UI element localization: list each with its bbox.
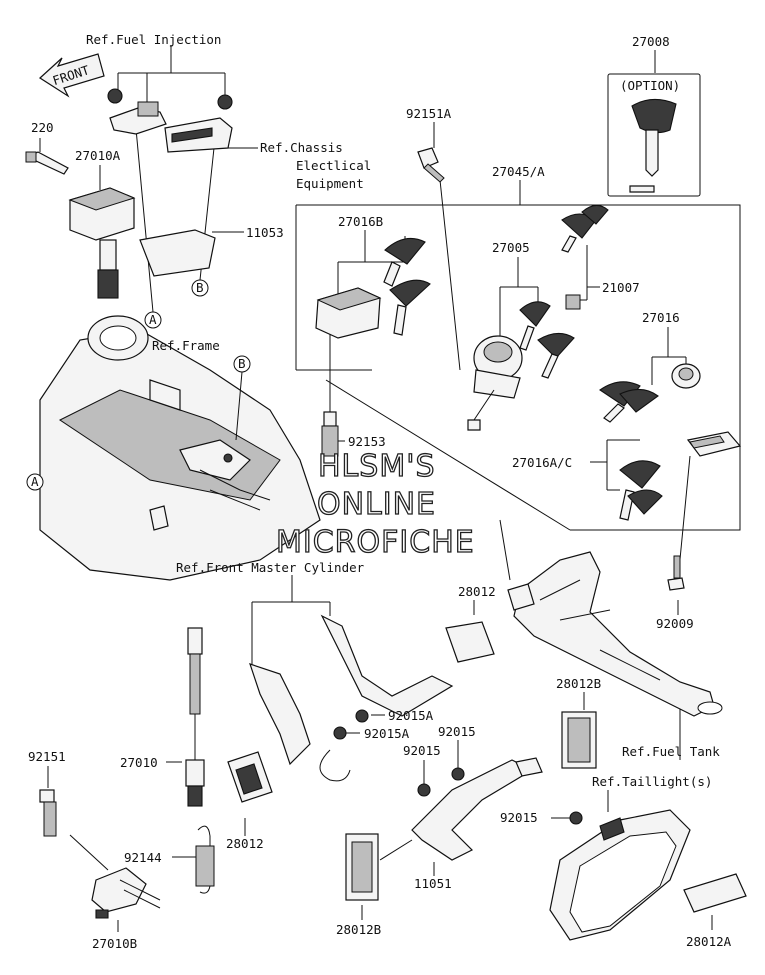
nuts-92015-icon — [417, 767, 583, 825]
bracket-11051-icon — [411, 757, 543, 861]
spring-92144-icon — [195, 825, 215, 894]
svg-text:B: B — [196, 280, 204, 295]
label-220: 220 — [31, 120, 54, 135]
svg-text:A: A — [31, 474, 39, 489]
label-27045A: 27045/A — [492, 164, 545, 179]
bolt-92153-icon — [321, 411, 339, 457]
label-11053: 11053 — [246, 225, 284, 240]
label-92153: 92153 — [348, 434, 386, 449]
label-28012A: 28012A — [686, 934, 732, 949]
label-27005: 27005 — [492, 240, 530, 255]
label-ref-chassis-2: Electlical — [296, 158, 371, 173]
label-92015-3: 92015 — [500, 810, 538, 825]
option-key-27008-icon — [607, 73, 701, 197]
label-92151A: 92151A — [406, 106, 452, 121]
lock-27016AC-icon — [619, 431, 742, 521]
watermark: HLSM'S ONLINE MICROFICHE — [275, 448, 475, 560]
label-27010B: 27010B — [92, 936, 137, 951]
label-28012-bottom: 28012 — [226, 836, 264, 851]
pad-28012-top-icon — [445, 621, 495, 663]
fuel-injection-sensor-icon — [107, 88, 233, 153]
label-option: (OPTION) — [620, 78, 680, 93]
label-ref-chassis-3: Equipment — [296, 176, 364, 191]
pad-28012A-icon — [683, 873, 747, 913]
label-92015-1: 92015 — [438, 724, 476, 739]
label-92015-2: 92015 — [403, 743, 441, 758]
pad-28012B-right-icon — [561, 711, 597, 769]
keys-21007-icon — [561, 204, 609, 310]
circle-ref-a-top: A — [144, 311, 162, 329]
switch-27010B-icon — [91, 867, 161, 919]
label-ref-frame: Ref.Frame — [152, 338, 220, 353]
circle-ref-b-top: B — [191, 279, 209, 297]
label-ref-taillight: Ref.Taillight(s) — [592, 774, 712, 789]
label-21007: 21007 — [602, 280, 640, 295]
main-bracket-icon — [499, 519, 723, 717]
svg-text:B: B — [238, 356, 246, 371]
lock-27016B-icon — [315, 237, 431, 339]
label-28012B-bottom: 28012B — [336, 922, 381, 937]
screw-92151A-icon — [417, 147, 445, 183]
master-bracket-icon — [249, 614, 454, 782]
label-ref-front-master: Ref.Front Master Cylinder — [176, 560, 365, 575]
pad-28012B-bottom-icon — [345, 833, 379, 901]
label-92009: 92009 — [656, 616, 694, 631]
label-27010A: 27010A — [75, 148, 121, 163]
leader-lines — [39, 45, 741, 932]
label-92144: 92144 — [124, 850, 162, 865]
watermark-line-2: ONLINE — [317, 487, 436, 522]
front-arrow-icon: FRONT — [39, 53, 105, 98]
bolt-220-icon — [25, 151, 69, 175]
part-labels: Ref.Fuel Injection 220 27010A Ref.Chassi… — [28, 32, 732, 951]
label-27016AC: 27016A/C — [512, 455, 572, 470]
circle-ref-b-frame: B — [233, 355, 251, 373]
label-ref-fuel-tank: Ref.Fuel Tank — [622, 744, 720, 759]
label-ref-chassis-1: Ref.Chassis — [260, 140, 343, 155]
switch-27010-icon — [185, 627, 205, 807]
frame-icon — [39, 315, 321, 581]
watermark-line-3: MICROFICHE — [276, 525, 475, 560]
watermark-line-1: HLSM'S — [318, 449, 436, 484]
switch-27010A-icon — [68, 187, 216, 299]
label-27010: 27010 — [120, 755, 158, 770]
svg-text:A: A — [149, 312, 157, 327]
circle-ref-a-left: A — [26, 473, 44, 491]
label-28012-top: 28012 — [458, 584, 496, 599]
pad-28012-bottom-icon — [227, 751, 273, 803]
label-27016: 27016 — [642, 310, 680, 325]
ignition-27005-icon — [467, 301, 575, 431]
label-92015A-1: 92015A — [388, 708, 434, 723]
screw-92009-icon — [667, 555, 685, 591]
lock-27016-icon — [599, 363, 701, 423]
label-27008: 27008 — [632, 34, 670, 49]
label-ref-fuel-injection: Ref.Fuel Injection — [86, 32, 221, 47]
label-11051: 11051 — [414, 876, 452, 891]
taillight-plate-icon — [549, 809, 691, 941]
label-27016B: 27016B — [338, 214, 383, 229]
label-28012B-right: 28012B — [556, 676, 601, 691]
label-92015A-2: 92015A — [364, 726, 410, 741]
bolt-92151-icon — [39, 789, 57, 837]
label-92151: 92151 — [28, 749, 66, 764]
